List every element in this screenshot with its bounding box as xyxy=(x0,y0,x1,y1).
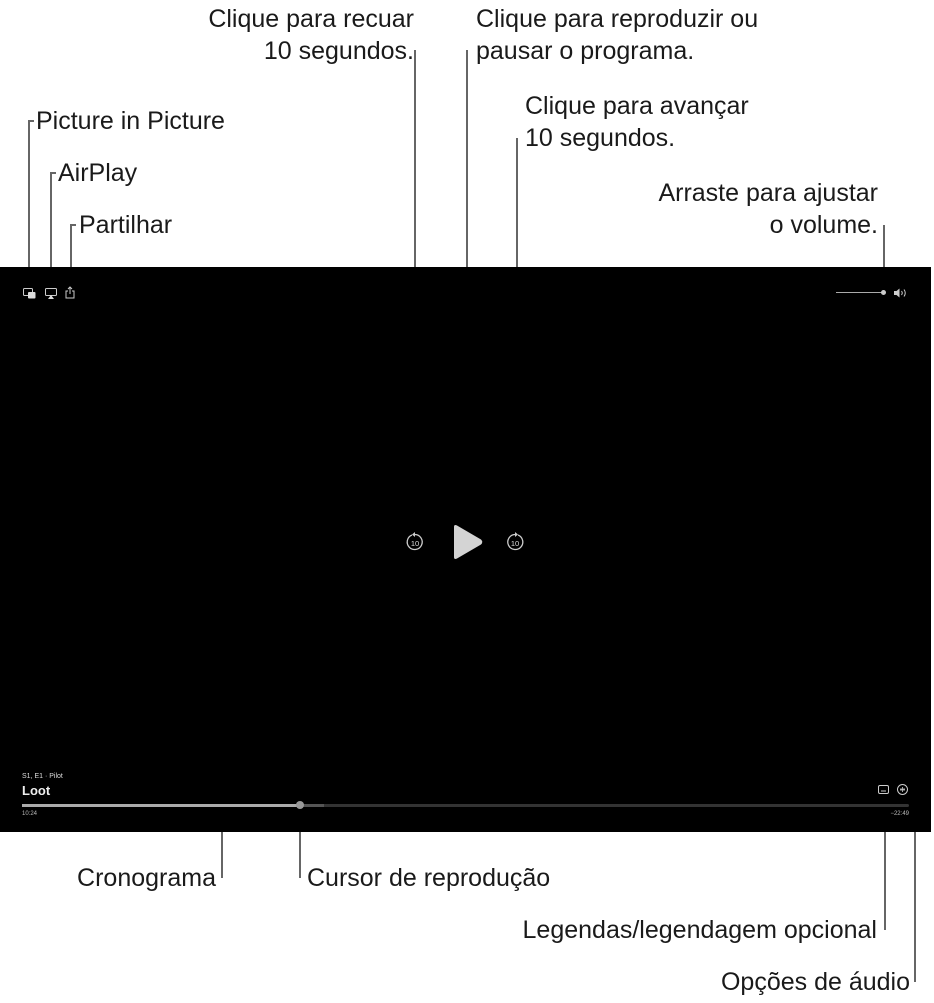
picture-in-picture-icon[interactable] xyxy=(23,288,36,299)
forward-callout: Clique para avançar 10 segundos. xyxy=(525,90,749,154)
airplay-icon[interactable] xyxy=(45,288,57,299)
play-callout: Clique para reproduzir ou pausar o progra… xyxy=(476,3,758,67)
subtitles-callout: Legendas/legendagem opcional xyxy=(522,916,877,944)
skip-forward-label: 10 xyxy=(511,539,519,548)
played-bar xyxy=(22,804,300,807)
episode-info: S1, E1 · Pilot xyxy=(22,773,63,780)
video-player[interactable]: 10 10 S1, E1 · Pilot Loot 10:24 −22:49 xyxy=(0,267,931,832)
rewind-callout: Clique para recuar 10 segundos. xyxy=(208,3,414,67)
subtitles-icon[interactable] xyxy=(878,785,889,796)
audio-options-icon[interactable] xyxy=(897,784,908,795)
audio-leader xyxy=(914,790,916,982)
share-leader xyxy=(70,224,72,285)
play-callout-line1: Clique para reproduzir ou xyxy=(476,5,759,33)
pip-leader xyxy=(28,120,30,285)
airplay-callout: AirPlay xyxy=(58,159,138,187)
timeline-leader xyxy=(221,812,223,878)
volume-slider[interactable] xyxy=(836,292,884,293)
pip-callout: Picture in Picture xyxy=(36,107,225,135)
show-title: Loot xyxy=(22,783,51,798)
airplay-leader xyxy=(50,172,52,285)
share-leader-tick xyxy=(70,224,76,226)
volume-leader xyxy=(883,225,885,292)
volume-callout-line1: Arraste para ajustar xyxy=(658,179,878,207)
volume-knob[interactable] xyxy=(881,290,886,295)
rewind-callout-line2: 10 segundos. xyxy=(263,37,414,65)
share-callout: Partilhar xyxy=(79,211,173,239)
timeline-callout: Cronograma xyxy=(77,864,216,892)
playhead-leader xyxy=(299,806,301,878)
pip-leader-tick xyxy=(28,120,34,122)
airplay-leader-tick xyxy=(50,172,56,174)
playhead-callout: Cursor de reprodução xyxy=(307,864,551,892)
forward-callout-line2: 10 segundos. xyxy=(525,124,676,152)
playhead[interactable] xyxy=(295,801,304,809)
play-icon[interactable] xyxy=(451,524,484,560)
subtitles-leader xyxy=(884,796,886,930)
audio-callout: Opções de áudio xyxy=(720,968,910,996)
skip-back-label: 10 xyxy=(411,539,419,548)
forward-callout-line1: Clique para avançar xyxy=(525,92,749,120)
rewind-callout-line1: Clique para recuar xyxy=(208,5,414,33)
remaining-time: −22:49 xyxy=(890,811,909,817)
share-icon[interactable] xyxy=(65,286,75,299)
timeline[interactable] xyxy=(22,801,909,809)
play-callout-line2: pausar o programa. xyxy=(476,37,695,65)
elapsed-time: 10:24 xyxy=(22,811,38,817)
volume-callout: Arraste para ajustar o volume. xyxy=(658,177,878,241)
skip-back-10-icon[interactable]: 10 xyxy=(405,532,425,552)
speaker-icon[interactable] xyxy=(894,288,908,298)
volume-callout-line2: o volume. xyxy=(769,211,878,239)
skip-forward-10-icon[interactable]: 10 xyxy=(505,532,525,552)
